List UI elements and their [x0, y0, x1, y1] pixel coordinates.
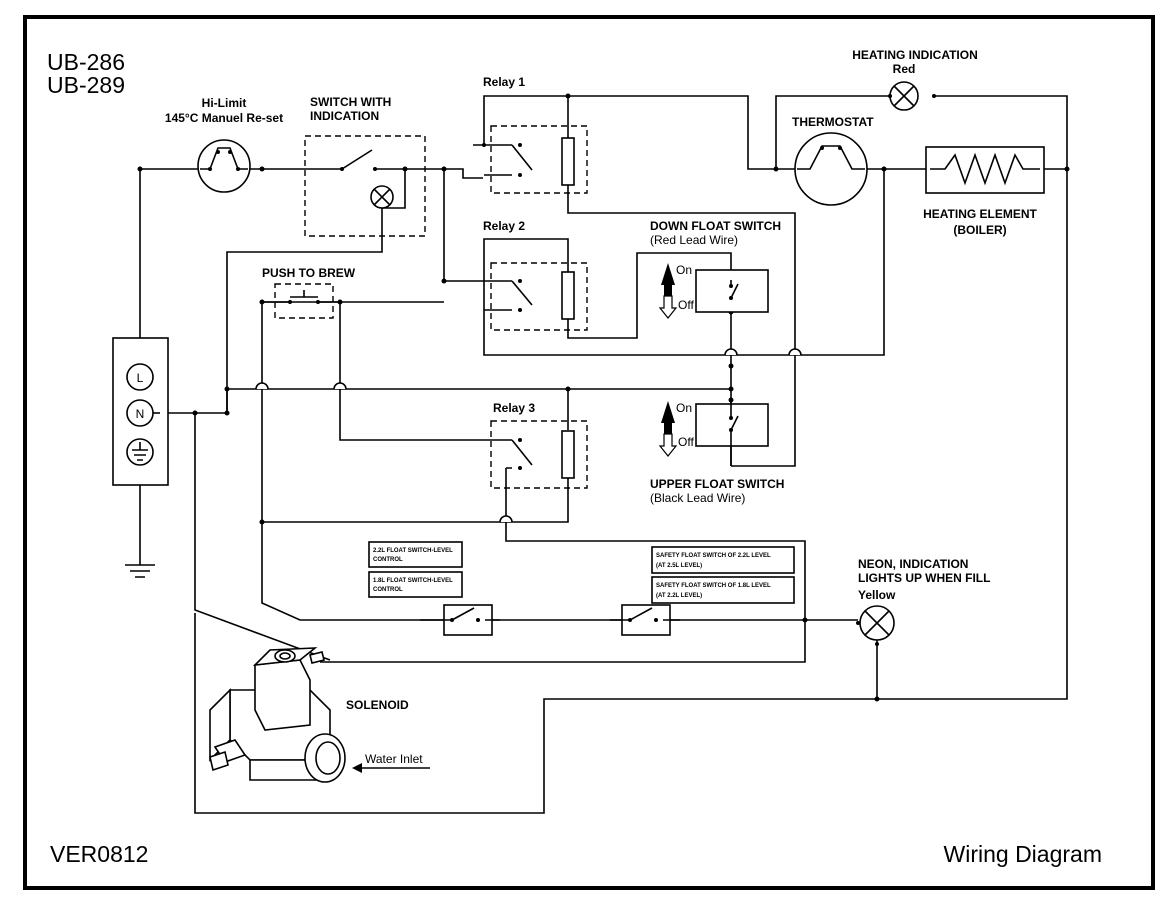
- down-float-on: On: [676, 263, 692, 277]
- water-inlet-label: Water Inlet: [365, 752, 423, 766]
- relay-1: [482, 125, 588, 194]
- solenoid-label: SOLENOID: [346, 698, 409, 712]
- heating-indication-color: Red: [893, 62, 916, 76]
- heating-element-label-2: (BOILER): [953, 223, 1006, 237]
- terminal-block: L N: [112, 337, 169, 486]
- solenoid-valve: [209, 647, 346, 783]
- level-22-line2: CONTROL: [373, 557, 403, 563]
- level-legend-22: 2.2L FLOAT SWITCH-LEVEL CONTROL: [368, 541, 463, 568]
- terminal-n-label: N: [136, 407, 145, 421]
- hi-limit-label-1: Hi-Limit: [202, 96, 247, 110]
- level-float-switch-2: [610, 604, 680, 636]
- diagram-title: Wiring Diagram: [944, 841, 1102, 867]
- relay-3-label: Relay 3: [493, 401, 535, 415]
- level-18-line1: 1.8L FLOAT SWITCH-LEVEL: [373, 578, 453, 584]
- neon-indicator-lamp: [856, 605, 895, 646]
- hi-limit-label-2: 145°C Manuel Re-set: [165, 111, 283, 125]
- relay-1-label: Relay 1: [483, 75, 525, 89]
- level-float-switch-1: [420, 604, 500, 636]
- safety-18-line2: (AT 2.2L LEVEL): [656, 593, 702, 599]
- relay-3: [484, 420, 588, 489]
- down-float-label-2: (Red Lead Wire): [650, 233, 738, 247]
- down-float-label-1: DOWN FLOAT SWITCH: [650, 219, 781, 233]
- level-legend-18: 1.8L FLOAT SWITCH-LEVEL CONTROL: [368, 571, 463, 598]
- junction-dots: [137, 93, 1070, 702]
- safety-22-line2: (AT 2.5L LEVEL): [656, 563, 702, 569]
- upper-float-switch: On Off: [658, 400, 769, 466]
- safety-legend-18: SAFETY FLOAT SWITCH OF 1.8L LEVEL (AT 2.…: [651, 576, 795, 604]
- terminal-l-icon: [126, 363, 154, 391]
- relay-2-label: Relay 2: [483, 219, 525, 233]
- model-number-1: UB-286: [47, 49, 125, 75]
- switch-with-indication: [304, 135, 426, 237]
- thermostat-label: THERMOSTAT: [792, 115, 874, 129]
- safety-18-line1: SAFETY FLOAT SWITCH OF 1.8L LEVEL: [656, 583, 771, 589]
- thermostat: [794, 132, 868, 206]
- push-to-brew-switch: [262, 283, 340, 319]
- terminal-l-label: L: [137, 371, 144, 385]
- level-22-line1: 2.2L FLOAT SWITCH-LEVEL: [373, 548, 453, 554]
- level-18-line2: CONTROL: [373, 587, 403, 593]
- relay-2: [484, 262, 588, 331]
- version-label: VER0812: [50, 841, 148, 867]
- safety-legend-22: SAFETY FLOAT SWITCH OF 2.2L LEVEL (AT 2.…: [651, 546, 795, 574]
- neon-label-color: Yellow: [858, 588, 896, 602]
- upper-float-label-1: UPPER FLOAT SWITCH: [650, 477, 784, 491]
- switch-label-2: INDICATION: [310, 109, 379, 123]
- neon-label-2: LIGHTS UP WHEN FILL: [858, 571, 990, 585]
- down-float-off: Off: [678, 298, 694, 312]
- upper-float-on: On: [676, 401, 692, 415]
- upper-float-off: Off: [678, 435, 694, 449]
- terminal-ground-icon: [126, 438, 154, 466]
- push-to-brew-label: PUSH TO BREW: [262, 266, 356, 280]
- neon-label-1: NEON, INDICATION: [858, 557, 968, 571]
- heating-indication-label: HEATING INDICATION: [852, 48, 978, 62]
- wires: [125, 95, 1068, 814]
- safety-22-line1: SAFETY FLOAT SWITCH OF 2.2L LEVEL: [656, 553, 771, 559]
- heating-indication-lamp: [888, 81, 936, 111]
- heating-element-label-1: HEATING ELEMENT: [923, 207, 1037, 221]
- water-inlet-arrowhead: [352, 763, 362, 773]
- heating-element: [925, 146, 1045, 194]
- model-number-2: UB-289: [47, 72, 125, 98]
- hi-limit-switch: [197, 139, 251, 193]
- upper-float-label-2: (Black Lead Wire): [650, 491, 745, 505]
- crossover-humps: [255, 348, 802, 523]
- down-float-switch: On Off: [658, 263, 769, 319]
- switch-label-1: SWITCH WITH: [310, 95, 391, 109]
